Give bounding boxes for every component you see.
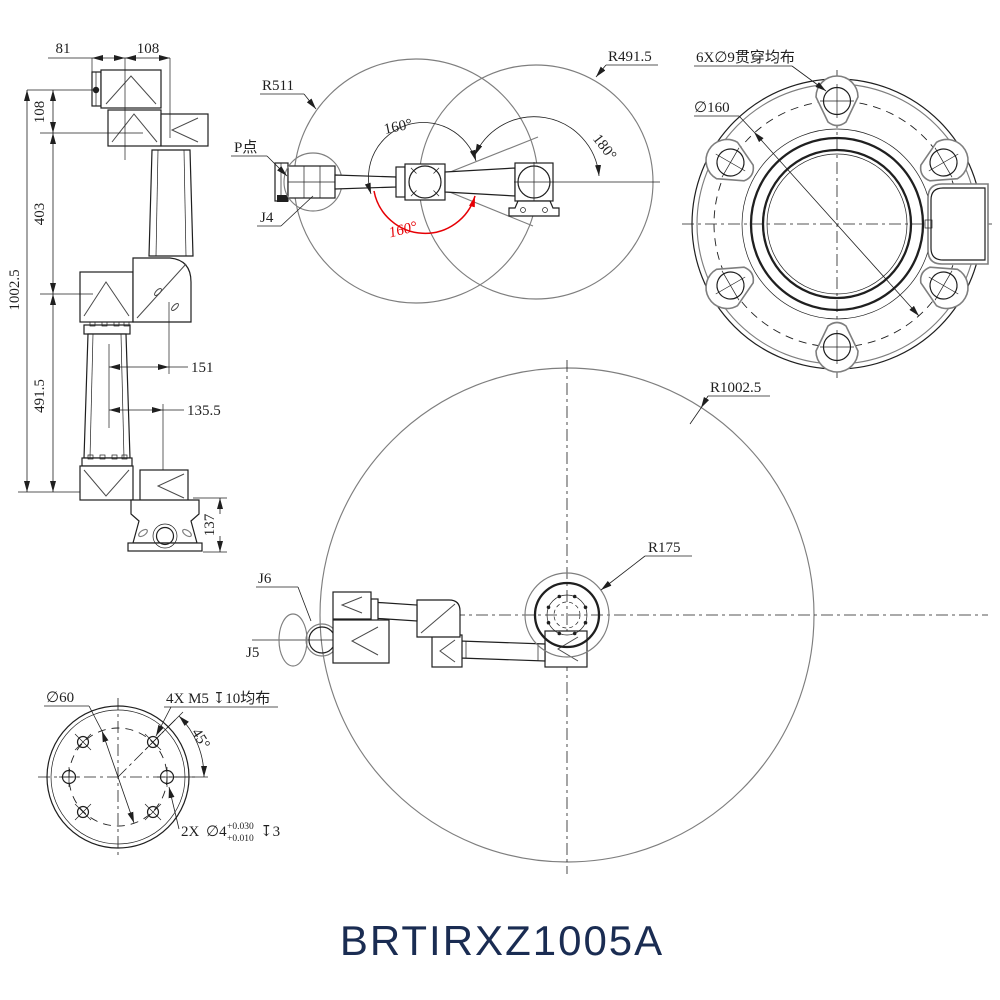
r175-label: R175 (648, 540, 681, 556)
dim-81: 81 (56, 41, 71, 57)
rotation-view: 160° 160° 180° R511 R491.5 P点 J4 (231, 49, 660, 304)
j5-label: J5 (246, 645, 259, 661)
r511-callout: R511 (260, 78, 317, 110)
j4-label: J4 (260, 210, 274, 226)
p-point-label: P点 (234, 139, 257, 156)
angle-45-label: 45° (188, 726, 213, 752)
r1002-label: R1002.5 (710, 380, 761, 396)
side-view-dimensions: 81 108 108 403 1002.5 491.5 151 135.5 (7, 41, 227, 553)
dia-160-dimension: ∅160 (694, 100, 920, 317)
dim-403: 403 (32, 203, 48, 226)
j6-label: J6 (258, 571, 272, 587)
connector-tab (924, 183, 989, 265)
p-point-callout: P点 (231, 139, 288, 177)
r491-label: R491.5 (608, 49, 652, 65)
envelope-robot (252, 572, 610, 668)
dowel-tol-upper: +0.030 (227, 822, 254, 832)
arc-180 (474, 116, 602, 177)
r175-callout: R175 (600, 540, 692, 591)
side-view: 81 108 108 403 1002.5 491.5 151 135.5 (7, 41, 227, 553)
dim-108-left: 108 (32, 101, 48, 124)
r511-label: R511 (262, 78, 294, 94)
dowel-tol-lower: +0.010 (227, 834, 254, 844)
dim-137: 137 (202, 513, 218, 536)
dim-1002-5: 1002.5 (7, 269, 23, 310)
side-view-robot-body (79, 69, 209, 552)
dowel-qty-label: 2X (181, 824, 200, 840)
wrist-flange-circle (533, 581, 601, 649)
holes-6x9-label: 6X∅9贯穿均布 (696, 49, 795, 66)
dowel-dia-label: ∅4 (206, 824, 227, 840)
angle-160-top-label: 160° (383, 116, 414, 138)
dowel-depth-label: ↧3 (260, 824, 280, 840)
m5-callout: 4X M5 ↧10均布 (155, 690, 278, 737)
base-flange-view: ∅160 6X∅9贯穿均布 (682, 49, 992, 378)
arc-160-top (364, 122, 477, 195)
dia-60-dimension: ∅60 (44, 690, 135, 824)
wrist-flange-dots (546, 594, 588, 636)
model-title: BRTIRXZ1005A (340, 917, 664, 964)
dim-151: 151 (191, 360, 214, 376)
p-point-marker (92, 86, 100, 94)
envelope-view: R1002.5 R175 J6 J5 (246, 360, 988, 874)
j4-callout: J4 (257, 195, 314, 227)
min-reach-circle-r175 (524, 572, 610, 658)
dia-160-label: ∅160 (694, 100, 730, 116)
rotation-view-robot (274, 152, 560, 217)
r491-callout: R491.5 (595, 49, 658, 78)
m5-thread-label: 4X M5 ↧10均布 (166, 690, 270, 707)
dim-108-top: 108 (137, 41, 160, 57)
angle-160-bottom-label: 160° (387, 219, 419, 241)
tool-flange-view: ∅60 45° 4X M5 ↧10均布 2X ∅4 +0.030 +0.010 … (38, 690, 280, 856)
dowel-callout: 2X ∅4 +0.030 +0.010 ↧3 (168, 786, 280, 844)
dim-491-5: 491.5 (32, 379, 48, 413)
dim-135-5: 135.5 (187, 403, 221, 419)
angle-180-label: 180° (589, 131, 619, 163)
arc-160-bottom-red (373, 190, 476, 235)
j6-rotation-ellipse (278, 613, 308, 667)
r1002-callout: R1002.5 (689, 380, 770, 425)
j6-callout: J6 (256, 571, 312, 622)
dia-60-label: ∅60 (46, 690, 74, 706)
holes-callout: 6X∅9贯穿均布 (694, 49, 827, 92)
